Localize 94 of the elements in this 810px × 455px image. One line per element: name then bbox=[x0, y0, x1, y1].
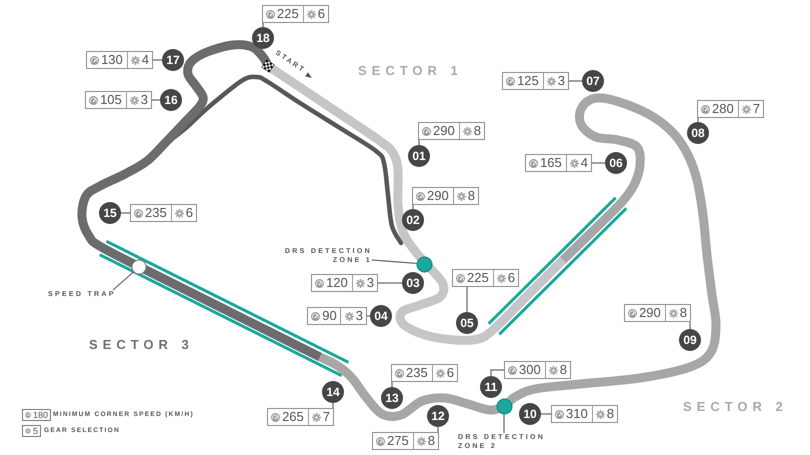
leader-line bbox=[466, 286, 468, 312]
leader-line bbox=[568, 80, 582, 82]
gear-value: 6 bbox=[446, 366, 454, 380]
turn-number-badge: 15 bbox=[99, 202, 121, 224]
corner-info-panel bbox=[307, 307, 367, 325]
corner-info-panel bbox=[525, 154, 592, 172]
turn-number-badge: 16 bbox=[160, 89, 182, 111]
gear-value: 6 bbox=[186, 206, 193, 220]
speed-value: 125 bbox=[517, 74, 539, 88]
turn-number-badge: 08 bbox=[687, 122, 709, 144]
corner-info-panel bbox=[372, 432, 439, 450]
sector-label: SECTOR 3 bbox=[89, 336, 194, 353]
turn-number-badge: 07 bbox=[582, 70, 604, 92]
corner-info-panel bbox=[267, 408, 334, 426]
gear-value: 8 bbox=[468, 189, 475, 203]
speed-value: 90 bbox=[322, 309, 337, 323]
gear-value: 3 bbox=[140, 93, 148, 107]
corner-info-panel bbox=[311, 274, 378, 292]
speed-value: 275 bbox=[387, 434, 409, 448]
gear-value: 3 bbox=[558, 74, 565, 88]
speed-value: 165 bbox=[540, 156, 562, 170]
corner-info-panel bbox=[86, 51, 153, 69]
speed-value: 290 bbox=[427, 189, 449, 203]
corner-info-panel bbox=[85, 91, 152, 109]
turn-number-badge: 11 bbox=[480, 376, 502, 398]
corner-info-panel bbox=[412, 187, 479, 205]
gear-value: 3 bbox=[366, 276, 374, 290]
gear-value: 4 bbox=[142, 53, 149, 67]
leader-line bbox=[112, 271, 134, 290]
turn-number-badge: 02 bbox=[402, 209, 424, 231]
gear-value: 8 bbox=[428, 434, 435, 448]
gear-value: 5 bbox=[33, 426, 38, 436]
corner-info-panel bbox=[391, 364, 458, 382]
leader-line bbox=[378, 282, 402, 284]
corner-info-panel bbox=[418, 122, 485, 140]
leader-line bbox=[262, 22, 264, 28]
speed-value: 300 bbox=[519, 363, 541, 377]
gear-value: 6 bbox=[508, 271, 515, 285]
drs-marker bbox=[416, 256, 432, 272]
turn-number-badge: 14 bbox=[322, 381, 344, 403]
corner-info-panel bbox=[262, 5, 329, 23]
speed-value: 120 bbox=[326, 276, 348, 290]
leader-line bbox=[332, 402, 334, 408]
turn-number-badge: 12 bbox=[427, 405, 449, 427]
turn-number-badge: 13 bbox=[381, 387, 403, 409]
leader-line bbox=[372, 260, 417, 264]
speed-value: 225 bbox=[277, 7, 299, 21]
sector-label: SECTOR 1 bbox=[358, 62, 463, 79]
leader-line bbox=[120, 212, 130, 214]
gear-value: 4 bbox=[580, 156, 588, 170]
leader-line bbox=[418, 140, 420, 146]
turn-number-badge: 17 bbox=[162, 49, 184, 71]
corner-info-panel bbox=[624, 304, 691, 322]
speed-value: 130 bbox=[101, 53, 123, 67]
speed-value: 105 bbox=[100, 93, 122, 107]
sector-label: SECTOR 2 bbox=[683, 398, 788, 415]
speed-value: 225 bbox=[467, 271, 489, 285]
leader-line bbox=[490, 370, 504, 376]
turn-number-badge: 05 bbox=[456, 312, 478, 334]
speed-value: 280 bbox=[712, 102, 734, 116]
gear-value: 3 bbox=[356, 309, 363, 323]
gear-value: 8 bbox=[606, 407, 614, 421]
gear-value: 7 bbox=[752, 102, 760, 116]
corner-info-panel bbox=[551, 405, 618, 423]
speed-value: 310 bbox=[566, 407, 588, 421]
speed-value: 235 bbox=[145, 206, 167, 220]
speed-value: 290 bbox=[433, 124, 455, 138]
gear-value: 7 bbox=[322, 410, 330, 424]
speed-value: 180 bbox=[33, 410, 48, 420]
speed-value: 265 bbox=[282, 410, 304, 424]
leader-line bbox=[592, 162, 606, 164]
speed-value: 290 bbox=[639, 306, 661, 320]
corner-info-panel bbox=[697, 100, 764, 118]
gear-value: 6 bbox=[318, 7, 325, 21]
turn-number-badge: 03 bbox=[402, 272, 424, 294]
turn-number-badge: 04 bbox=[370, 305, 392, 327]
corner-info-panel bbox=[502, 72, 569, 90]
speed-value: 235 bbox=[406, 366, 428, 380]
turn-number-badge: 10 bbox=[519, 403, 541, 425]
corner-info-panel bbox=[504, 361, 571, 379]
gear-value: 8 bbox=[680, 306, 687, 320]
leader-line bbox=[412, 204, 414, 210]
legend-sample bbox=[22, 425, 42, 437]
gear-value: 8 bbox=[560, 363, 567, 377]
speed-trap-marker bbox=[131, 259, 147, 275]
turn-number-badge: 01 bbox=[408, 145, 430, 167]
legend-sample bbox=[22, 409, 52, 421]
turn-number-badge: 09 bbox=[679, 329, 701, 351]
gear-value: 8 bbox=[474, 124, 481, 138]
drs-marker bbox=[496, 398, 512, 414]
turn-number-badge: 18 bbox=[252, 27, 274, 49]
corner-info-panel bbox=[452, 269, 519, 287]
turn-number-badge: 06 bbox=[605, 152, 627, 174]
corner-info-panel bbox=[130, 204, 197, 222]
